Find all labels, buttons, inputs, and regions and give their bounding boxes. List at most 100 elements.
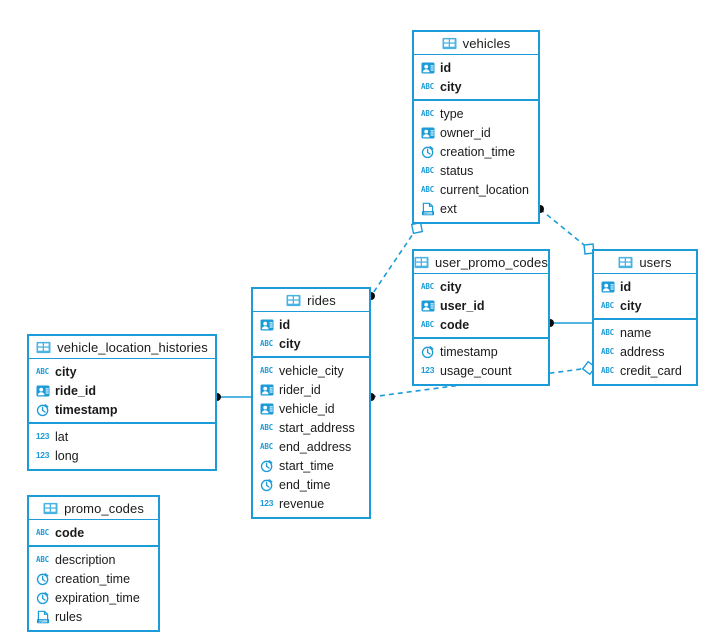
123-number-icon: 123: [35, 450, 50, 461]
id-badge-icon: [35, 383, 50, 398]
column-row[interactable]: ABC start_address: [253, 418, 369, 437]
column-row-pk[interactable]: ABC city: [253, 334, 369, 353]
column-row-pk[interactable]: id: [253, 315, 369, 334]
column-row[interactable]: vehicle_id: [253, 399, 369, 418]
column-row-pk[interactable]: user_id: [414, 296, 548, 315]
relationship-endpoint-diamond: [410, 221, 424, 235]
table-grid-icon: [618, 255, 633, 270]
column-name-label: id: [279, 317, 291, 332]
column-name-label: long: [55, 448, 79, 463]
table-grid-icon: [43, 501, 58, 516]
column-row[interactable]: ABC description: [29, 550, 158, 569]
clock-icon: [35, 402, 50, 417]
column-name-label: vehicle_city: [279, 363, 344, 378]
table-header-promo_codes[interactable]: promo_codes: [29, 497, 158, 520]
column-row[interactable]: end_time: [253, 475, 369, 494]
id-badge-icon: [259, 382, 274, 397]
column-row[interactable]: creation_time: [414, 142, 538, 161]
column-name-label: code: [55, 525, 85, 540]
table-header-users[interactable]: users: [594, 251, 696, 274]
abc-string-icon: ABC: [601, 346, 614, 356]
column-name-label: city: [440, 79, 462, 94]
column-name-label: vehicle_id: [279, 401, 335, 416]
table-header-rides[interactable]: rides: [253, 289, 369, 312]
column-name-label: description: [55, 552, 116, 567]
column-name-label: start_address: [279, 420, 355, 435]
table-name-label: vehicles: [462, 35, 511, 51]
column-row-pk[interactable]: ride_id: [29, 381, 215, 400]
column-row[interactable]: ABC current_location: [414, 180, 538, 199]
table-header-vehicles[interactable]: vehicles: [414, 32, 538, 55]
column-row[interactable]: ABC type: [414, 104, 538, 123]
column-row[interactable]: timestamp: [414, 342, 548, 361]
column-row[interactable]: start_time: [253, 456, 369, 475]
relationship-line: [539, 208, 590, 250]
relationship-line: [370, 227, 418, 297]
column-name-label: current_location: [440, 182, 529, 197]
table-name-label: promo_codes: [64, 500, 144, 516]
column-name-label: usage_count: [440, 363, 512, 378]
relationship-rel-vehicles-users: [536, 205, 595, 255]
id-badge-icon: [259, 317, 274, 332]
id-badge-icon: [420, 298, 435, 313]
table-grid-icon: [442, 36, 457, 51]
column-row[interactable]: 123 long: [29, 446, 215, 465]
table-grid-icon: [414, 255, 429, 270]
table-header-vehicle_location_histories[interactable]: vehicle_location_histories: [29, 336, 215, 359]
abc-string-icon: ABC: [260, 422, 273, 432]
column-name-label: name: [620, 325, 652, 340]
table-name-label: user_promo_codes: [435, 254, 548, 270]
abc-string-icon: ABC: [260, 338, 273, 348]
column-row-pk[interactable]: timestamp: [29, 400, 215, 419]
column-name-label: city: [279, 336, 301, 351]
column-row-pk[interactable]: id: [594, 277, 696, 296]
column-row[interactable]: rider_id: [253, 380, 369, 399]
json-document-icon: JSON: [35, 609, 50, 624]
column-row[interactable]: JSON ext: [414, 199, 538, 218]
column-name-label: ext: [440, 201, 457, 216]
column-row-pk[interactable]: id: [414, 58, 538, 77]
abc-string-icon: ABC: [421, 108, 434, 118]
table-header-user_promo_codes[interactable]: user_promo_codes: [414, 251, 548, 274]
abc-string-icon: ABC: [601, 300, 614, 310]
column-name-label: rules: [55, 609, 83, 624]
abc-string-icon: ABC: [36, 554, 49, 564]
column-row[interactable]: owner_id: [414, 123, 538, 142]
column-row[interactable]: expiration_time: [29, 588, 158, 607]
column-name-label: user_id: [440, 298, 485, 313]
id-badge-icon: [600, 279, 615, 294]
column-row[interactable]: JSON rules: [29, 607, 158, 626]
abc-string-icon: ABC: [421, 184, 434, 194]
column-name-label: type: [440, 106, 464, 121]
svg-text:JSON: JSON: [423, 211, 432, 215]
column-row[interactable]: creation_time: [29, 569, 158, 588]
id-badge-icon: [420, 125, 435, 140]
column-name-label: lat: [55, 429, 69, 444]
